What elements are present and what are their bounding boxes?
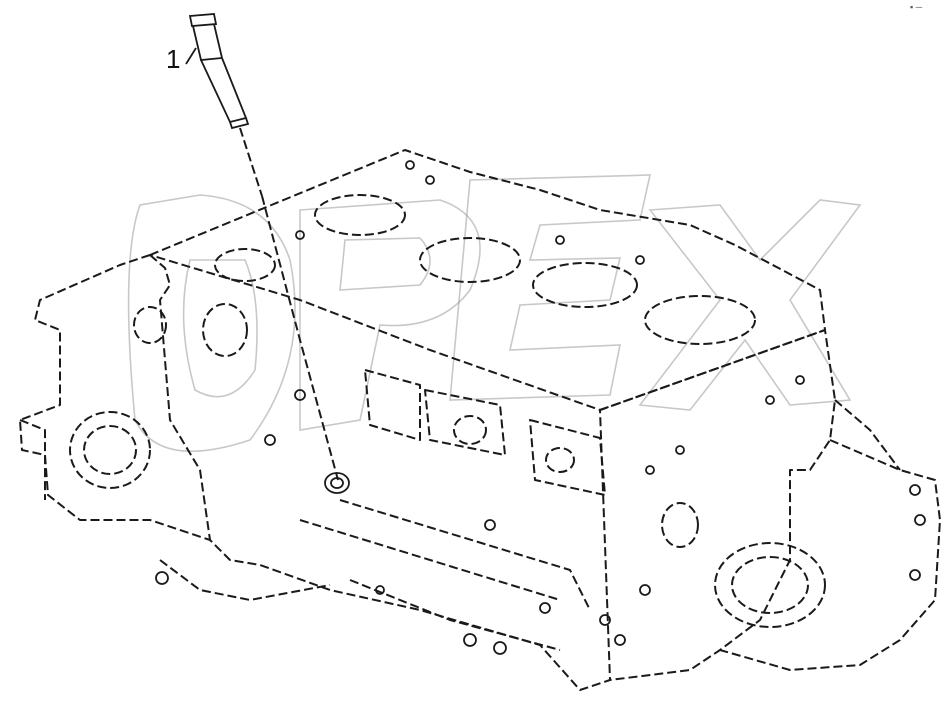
callout-label-1: 1 (166, 44, 181, 74)
watermark-logo (127, 174, 862, 452)
engine-block (19, 149, 941, 691)
bolt-part-1 (188, 13, 350, 494)
corner-mark: ▪︎ ─ (910, 2, 923, 12)
callout-leader (185, 47, 197, 65)
